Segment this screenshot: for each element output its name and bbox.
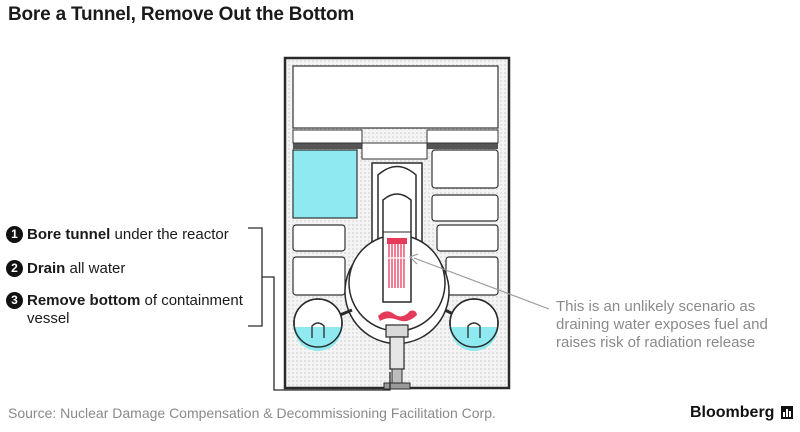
step-text: all water (65, 260, 126, 277)
suppression-chamber-right (444, 298, 499, 351)
step-number: 2 (6, 260, 23, 277)
source-credit: Source: Nuclear Damage Compensation & De… (8, 405, 496, 421)
step-text: of containment (140, 292, 243, 309)
bars-icon (781, 406, 793, 419)
step-bold: Bore tunnel (27, 226, 111, 243)
note-pointer (408, 253, 550, 310)
step-text: under the reactor (110, 226, 229, 243)
containment-vessel (344, 162, 450, 345)
step-bold: Drain (27, 260, 66, 277)
suppression-chamber-left (293, 298, 353, 351)
step-number: 1 (6, 226, 23, 243)
melted-fuel-debris (378, 310, 417, 322)
step-bold: Remove bottom (27, 292, 141, 309)
page-title: Bore a Tunnel, Remove Out the Bottom (8, 4, 355, 25)
step-number: 3 (6, 292, 23, 309)
building-rooms (292, 149, 499, 296)
scenario-note: This is an unlikely scenario as draining… (556, 298, 768, 351)
step-text-continued: vessel (27, 310, 70, 327)
step-bracket (248, 227, 391, 391)
bloomberg-chart-icon (781, 406, 793, 419)
spent-fuel-pool (292, 149, 358, 219)
fuel-rods (387, 238, 407, 288)
bored-tunnel (383, 324, 411, 390)
bloomberg-logo: Bloomberg (690, 404, 775, 421)
